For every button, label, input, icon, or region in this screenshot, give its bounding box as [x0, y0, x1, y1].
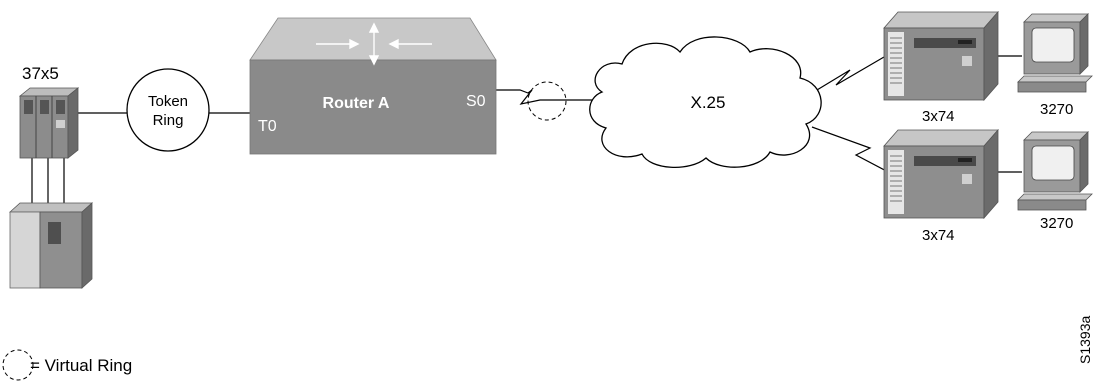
- terminal-top: 3270: [1017, 13, 1093, 118]
- router-a: Router A T0 S0: [249, 17, 497, 155]
- controller-bottom: 3x74: [883, 128, 999, 244]
- token-ring-label-line1: Token: [148, 93, 188, 110]
- token-ring: Token Ring: [126, 68, 210, 152]
- token-ring-label-line2: Ring: [153, 112, 184, 129]
- port-t0-label: T0: [258, 118, 277, 135]
- legend-virtual-ring-icon: [2, 349, 34, 381]
- controller-top-label: 3x74: [922, 108, 955, 125]
- legend: = Virtual Ring: [2, 349, 132, 381]
- virtual-ring-marker: [527, 81, 567, 121]
- controller-top: 3x74: [883, 10, 999, 125]
- connections: [31, 55, 1022, 205]
- link-x25-to-controller-bottom: [811, 126, 893, 175]
- host-mainframe: [8, 202, 94, 289]
- terminal-bottom: 3270: [1017, 131, 1093, 232]
- figure-id: S1393a: [1077, 316, 1093, 364]
- fep-37x5: [18, 87, 80, 159]
- legend-label: = Virtual Ring: [30, 356, 132, 375]
- router-label: Router A: [323, 95, 390, 112]
- fep-label: 37x5: [22, 64, 59, 83]
- x25-label: X.25: [691, 93, 726, 112]
- link-x25-to-controller-top: [811, 56, 885, 94]
- x25-cloud: X.25: [589, 36, 822, 169]
- terminal-top-label: 3270: [1040, 101, 1073, 118]
- router-arrows-icon: [316, 22, 432, 66]
- controller-bottom-label: 3x74: [922, 227, 955, 244]
- port-s0-label: S0: [466, 93, 486, 110]
- link-router-to-x25: [496, 89, 596, 105]
- terminal-bottom-label: 3270: [1040, 215, 1073, 232]
